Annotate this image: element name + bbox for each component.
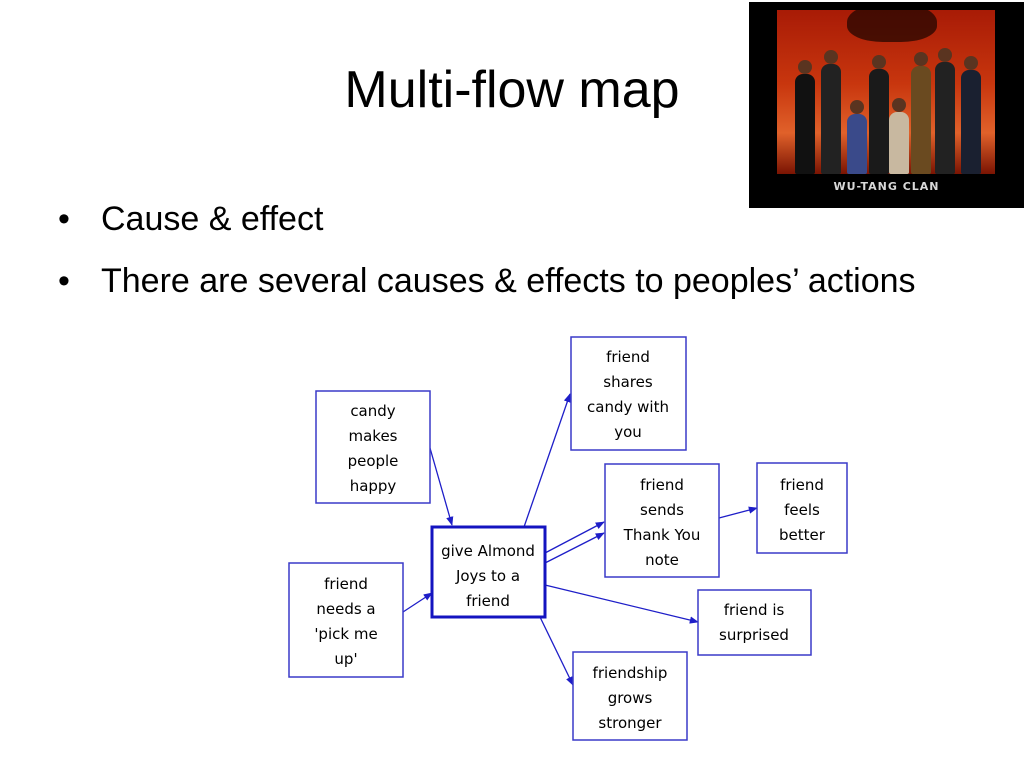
- bullet-item: • Cause & effect: [58, 192, 988, 246]
- node-line: friend: [780, 476, 824, 494]
- photo-scene: [777, 10, 995, 174]
- flow-arrows: [402, 393, 758, 686]
- node-line: Joys to a: [455, 567, 520, 585]
- flow-arrow: [544, 521, 605, 554]
- node-line: Thank You: [623, 526, 701, 544]
- node-line: surprised: [719, 626, 789, 644]
- bullet-dot-icon: •: [58, 200, 70, 238]
- effect-box-shares: friend shares candy with you: [570, 336, 687, 451]
- flow-arrow: [539, 616, 574, 686]
- person-figure: [911, 52, 931, 174]
- person-figure: [935, 48, 955, 174]
- node-line: friendship: [593, 664, 668, 682]
- center-event-box: give Almond Joys to a friend: [430, 525, 547, 619]
- node-line: friend is: [724, 601, 785, 619]
- node-line: needs a: [316, 600, 375, 618]
- flow-arrow: [402, 592, 433, 613]
- bullet-list: • Cause & effect • There are several cause…: [58, 192, 988, 316]
- node-line: people: [348, 452, 399, 470]
- effect-box-surprised: friend is surprised: [697, 589, 812, 656]
- node-line: friend: [606, 348, 650, 366]
- bullet-text: There are several causes & effects to pe…: [101, 262, 916, 300]
- effect-box-stronger: friendship grows stronger: [572, 651, 688, 741]
- flow-arrow: [544, 584, 699, 624]
- person-figure: [795, 60, 815, 174]
- person-figure: [869, 55, 889, 174]
- node-line: friend: [640, 476, 684, 494]
- bullet-text: Cause & effect: [101, 200, 324, 238]
- person-figure: [889, 98, 909, 174]
- flow-arrow: [718, 506, 758, 519]
- node-line: grows: [608, 689, 653, 707]
- cause-box-pick-me-up: friend needs a 'pick me up': [288, 562, 404, 678]
- node-line: candy: [350, 402, 395, 420]
- bullet-item: • There are several causes & effects to p…: [58, 254, 988, 308]
- node-line: you: [614, 423, 642, 441]
- node-line: 'pick me: [314, 625, 377, 643]
- photo-caption: WU-TANG CLAN: [833, 180, 940, 193]
- node-line: makes: [349, 427, 398, 445]
- flow-arrow: [429, 447, 454, 526]
- node-line: happy: [350, 477, 397, 495]
- cause-box-candy: candy makes people happy: [315, 390, 431, 504]
- effect-box-feels-better: friend feels better: [756, 462, 848, 554]
- node-line: sends: [640, 501, 684, 519]
- person-figure: [821, 50, 841, 174]
- flow-arrow: [523, 393, 571, 528]
- node-line: friend: [466, 592, 510, 610]
- flow-arrow: [544, 532, 605, 564]
- slide-title: Multi-flow map: [344, 61, 680, 119]
- bullet-dot-icon: •: [58, 262, 70, 300]
- node-line: note: [645, 551, 679, 569]
- node-line: stronger: [598, 714, 662, 732]
- effect-box-thank-you: friend sends Thank You note: [604, 463, 720, 578]
- node-line: friend: [324, 575, 368, 593]
- node-line: feels: [784, 501, 820, 519]
- node-line: candy with: [587, 398, 669, 416]
- node-line: better: [779, 526, 826, 544]
- person-figure: [961, 56, 981, 174]
- node-line: give Almond: [441, 542, 535, 560]
- node-line: up': [334, 650, 357, 668]
- person-figure: [847, 100, 867, 174]
- node-line: shares: [603, 373, 653, 391]
- group-photo: WU-TANG CLAN: [749, 2, 1024, 208]
- wu-tang-logo-icon: [847, 10, 937, 42]
